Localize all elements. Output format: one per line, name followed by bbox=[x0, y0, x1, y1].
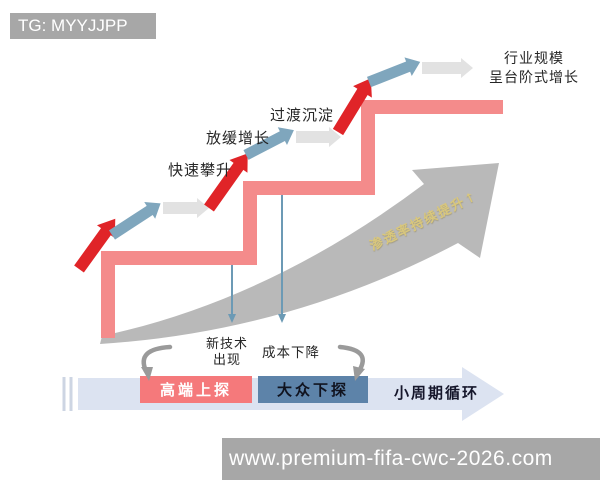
blue-slowdown-arrow-2 bbox=[243, 127, 294, 160]
blue-slowdown-arrow-3 bbox=[366, 57, 421, 88]
driver-new-tech-label: 新技术 出现 bbox=[196, 337, 258, 369]
industry-scale-title-line1: 行业规模 bbox=[504, 51, 564, 67]
new-tech-indicator-arrowhead bbox=[228, 314, 236, 323]
driver-new-tech-line1: 新技术 bbox=[205, 337, 248, 352]
phase-label-transition-settle: 过渡沉淀 bbox=[270, 106, 335, 124]
phase-label-rapid-climb: 快速攀升 bbox=[168, 161, 233, 179]
staircase-outline bbox=[101, 100, 503, 338]
right-cycle-arc-arrowhead bbox=[353, 366, 365, 381]
small-cycle-label: 小周期循环 bbox=[394, 384, 480, 402]
right-cycle-arc-arrow bbox=[337, 344, 365, 374]
cost-down-indicator-arrowhead bbox=[278, 314, 286, 323]
gray-plateau-arrow-1 bbox=[163, 198, 209, 218]
high-end-box-label: 高端上探 bbox=[159, 381, 232, 399]
mass-market-box-label: 大众下探 bbox=[276, 381, 349, 399]
phase-label-slowing-growth: 放缓增长 bbox=[206, 129, 271, 147]
red-growth-arrow-3 bbox=[332, 78, 372, 136]
gray-plateau-arrow-2 bbox=[296, 127, 341, 147]
industry-scale-title-line2: 呈台阶式增长 bbox=[489, 70, 579, 86]
blue-slowdown-arrow-1 bbox=[108, 202, 161, 240]
top-watermark-banner: TG: MYYJJPP bbox=[10, 13, 156, 39]
penetration-swoosh-arrow bbox=[100, 163, 499, 344]
driver-new-tech-line2: 出现 bbox=[212, 353, 241, 368]
mass-market-box bbox=[258, 376, 368, 403]
high-end-box bbox=[140, 376, 252, 403]
industry-scale-title: 行业规模 呈台阶式增长 bbox=[484, 50, 584, 88]
red-growth-arrow-1 bbox=[74, 218, 116, 273]
left-cycle-arc-arrowhead bbox=[141, 367, 153, 381]
bottom-watermark-banner: www.premium-fifa-cwc-2026.com bbox=[222, 438, 600, 480]
driver-cost-down-label: 成本下降 bbox=[262, 345, 320, 361]
gray-plateau-arrow-3 bbox=[422, 58, 473, 78]
red-growth-arrow-2 bbox=[204, 153, 248, 212]
